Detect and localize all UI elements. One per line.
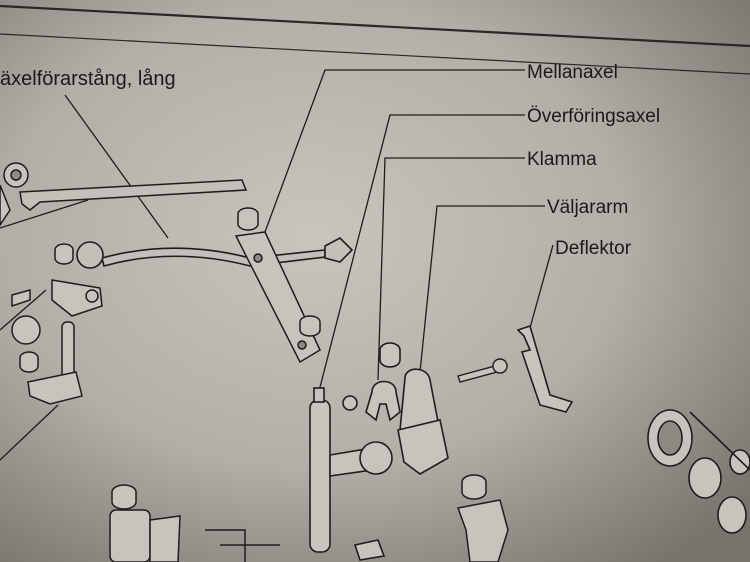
label-klamma: Klamma: [527, 149, 597, 170]
label-mellanaxel: Mellanaxel: [527, 62, 618, 83]
selector-arm: [397, 368, 449, 475]
transfer-shaft: [309, 387, 393, 561]
left-side-parts: [0, 162, 103, 405]
page-border-lines: [0, 4, 750, 75]
label-valjararm: Väljararm: [547, 197, 629, 218]
label-shift-rod-long: äxelförarstång, lång: [0, 68, 176, 90]
bottom-parts: [109, 474, 509, 562]
intermediate-plate: [234, 207, 321, 364]
label-overforingsaxel: Överföringsaxel: [527, 106, 661, 127]
clamp-part: [342, 342, 401, 422]
screw: [457, 358, 508, 383]
leader-lines: [0, 69, 554, 461]
bushing-stack: [647, 409, 750, 534]
label-deflektor: Deflektor: [555, 238, 632, 259]
deflector-part: [516, 324, 574, 413]
thin-rod: [19, 179, 248, 211]
